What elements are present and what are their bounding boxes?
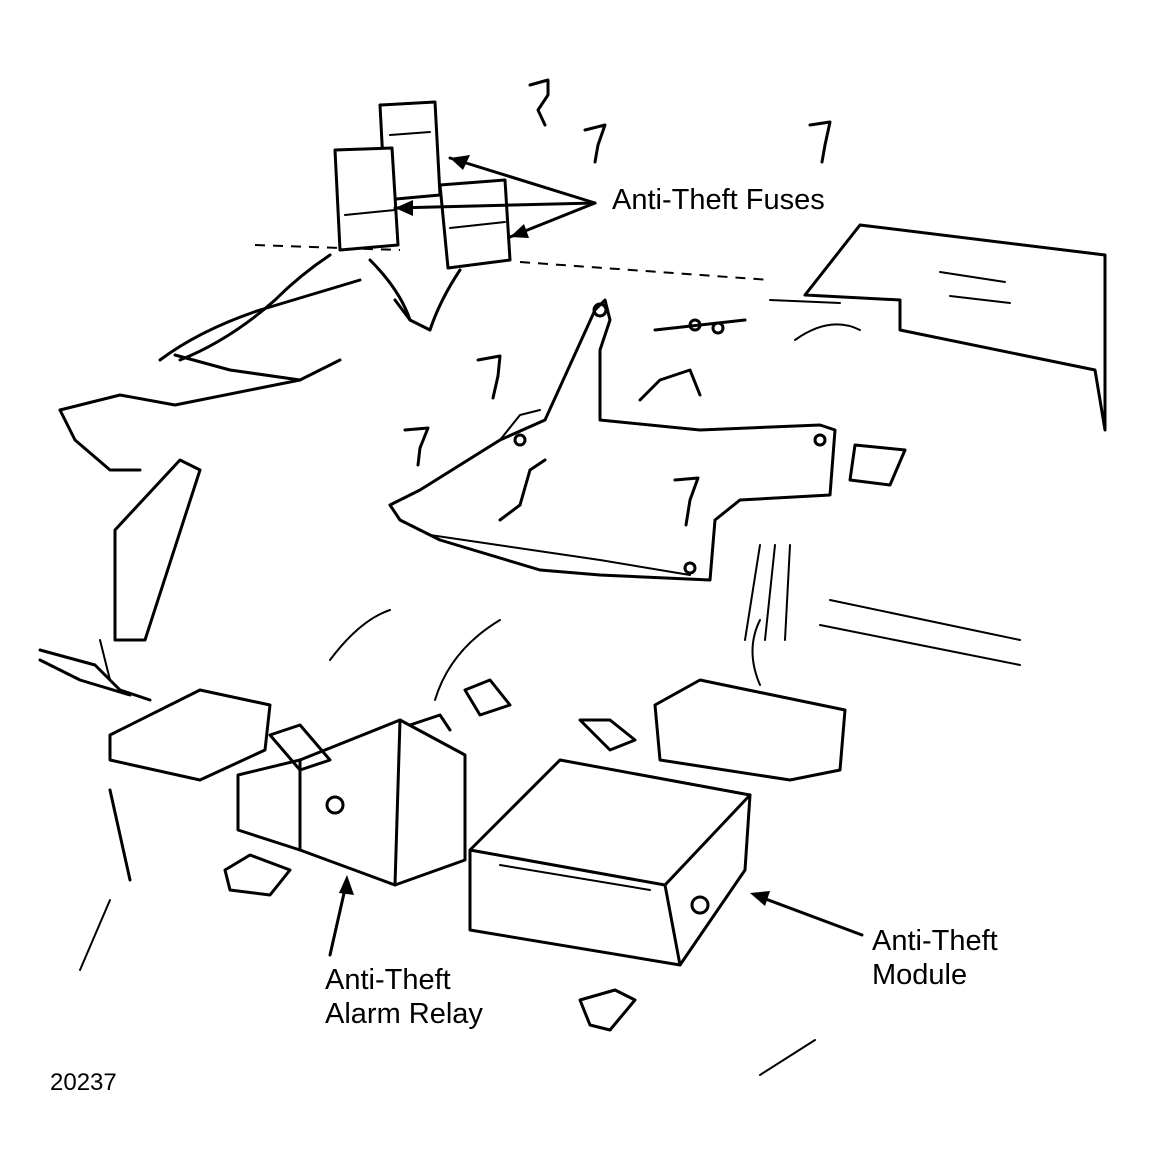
- anti-theft-module: [468, 544, 1021, 1076]
- anti-theft-module-label: Anti-Theft Module: [872, 924, 998, 992]
- module-label-line2: Module: [872, 959, 968, 991]
- wire-connector-left: [38, 648, 512, 782]
- mounting-bracket: [388, 298, 907, 582]
- figure-number: 20237: [50, 1069, 117, 1096]
- relay-label-line1: Anti-Theft: [325, 964, 451, 996]
- module-label-line1: Anti-Theft: [872, 925, 998, 957]
- relay-label-line2: Alarm Relay: [325, 998, 483, 1030]
- instrument-panel-outline: [58, 223, 1107, 971]
- fuse-holders: [178, 100, 512, 362]
- module-leader-arrow: [750, 891, 864, 937]
- fuse-leader-arrows: [393, 155, 597, 239]
- anti-theft-alarm-relay-label: Anti-Theft Alarm Relay: [325, 963, 483, 1031]
- anti-theft-fuses-label: Anti-Theft Fuses: [612, 184, 825, 216]
- screw-group: [403, 78, 832, 527]
- relay-leader-arrow: [328, 875, 354, 957]
- alarm-relay: [223, 609, 501, 897]
